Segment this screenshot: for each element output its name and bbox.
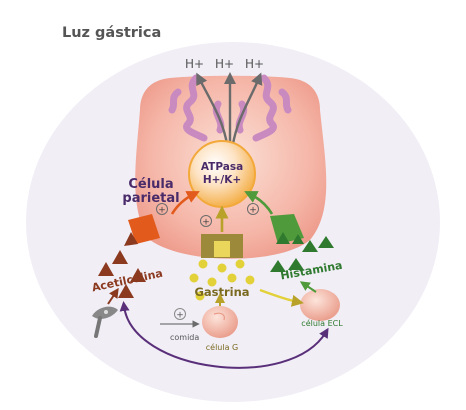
plus-sign-gastrin: + <box>202 218 210 228</box>
proton-label-3: H+ <box>245 57 264 71</box>
ecl-cell-label: célula ECL <box>301 318 343 328</box>
proton-label-1: H+ <box>185 57 204 71</box>
pump-label-1: ATPasa <box>201 161 243 173</box>
page-title: Luz gástrica <box>62 25 161 41</box>
gastrin-label: Gastrina <box>194 285 249 299</box>
nerve-terminal-icon <box>92 306 118 338</box>
gastrin-ligands <box>189 259 255 301</box>
plus-sign-histamine: + <box>249 206 257 216</box>
histamine-release-arrow <box>299 281 317 293</box>
ach-activation-arrow <box>170 191 200 215</box>
food-plus-sign: + <box>176 311 184 321</box>
histamine-activation-arrow <box>244 191 274 215</box>
ach-ligands <box>98 250 146 298</box>
cell-label-1: Célula <box>128 177 173 192</box>
histamine-receptor <box>270 214 304 244</box>
canaliculi <box>168 74 292 142</box>
g-cell-label: célula G <box>206 342 238 352</box>
histamine-ligands <box>270 236 334 272</box>
cell-label-2: parietal <box>122 191 179 206</box>
plus-sign-ach: + <box>158 206 166 216</box>
ach-release-arrow <box>107 287 119 305</box>
vagal-signal-arc <box>119 301 329 369</box>
gastrin-receptor <box>201 234 243 258</box>
g-cell <box>202 306 238 338</box>
pump-label-2: H+/K+ <box>203 174 241 186</box>
food-label: comida <box>170 333 199 342</box>
proton-label-2: H+ <box>215 57 234 71</box>
ach-receptor <box>124 214 160 246</box>
ecl-cell <box>300 289 340 321</box>
plus-signs: + + + <box>156 203 259 228</box>
